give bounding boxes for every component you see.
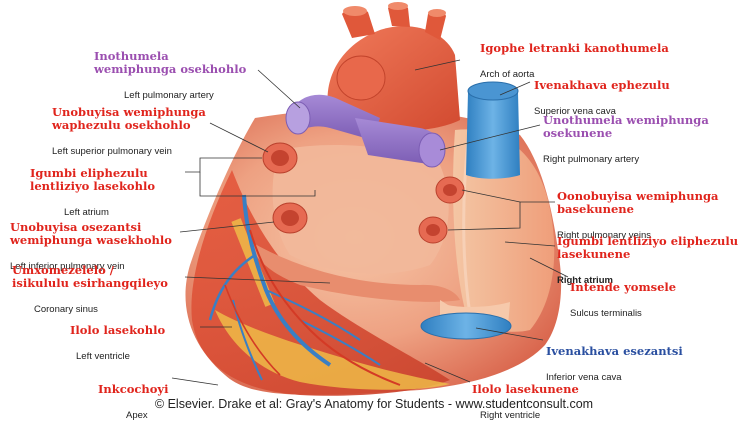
label-left-ventricle: Ilolo lasekohlo Left ventricle bbox=[70, 311, 165, 376]
label-sulcus-terminalis: Intende yomsele Sulcus terminalis bbox=[570, 268, 676, 333]
label-right-pulmonary-artery: Unothumela wemiphunga osekunene Right pu… bbox=[543, 101, 709, 179]
heart-diagram: Inothumela wemiphunga osekhohlo Left pul… bbox=[0, 0, 748, 415]
copyright-credit: © Elsevier. Drake et al: Gray's Anatomy … bbox=[0, 397, 748, 411]
